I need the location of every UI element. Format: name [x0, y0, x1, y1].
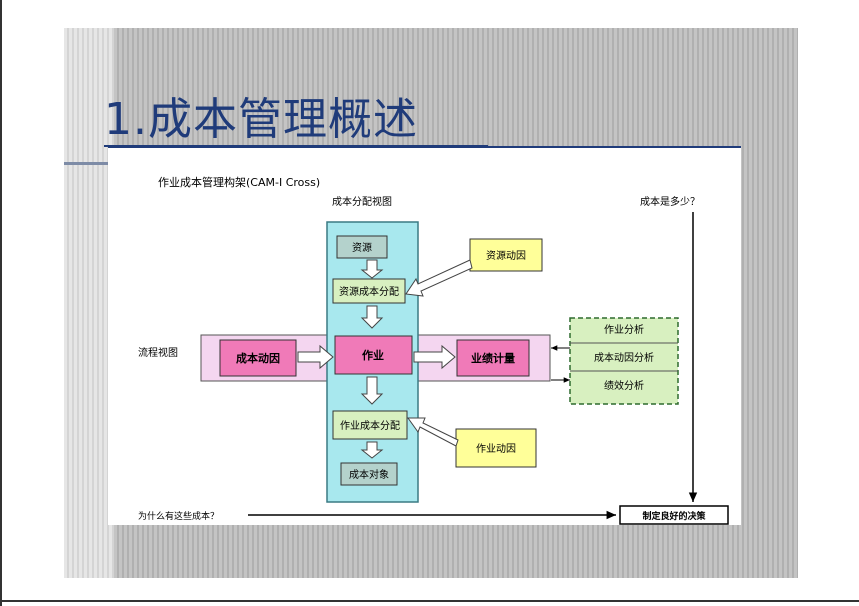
- resource-label: 资源: [352, 241, 372, 254]
- cam-i-cross-diagram: 作业成本管理构架(CAM-I Cross) 成本分配视图 成本是多少？ 流程视图…: [108, 146, 741, 525]
- cost-driver-label: 成本动因: [236, 351, 280, 365]
- activity-analysis-label: 作业分析: [604, 323, 644, 336]
- down-arrow-4: [360, 441, 384, 459]
- activity-driver-label: 作业动因: [476, 443, 516, 455]
- down-arrow-1: [360, 259, 384, 279]
- activity-driver-arrow: [407, 417, 459, 447]
- performance-measure-label: 业绩计量: [471, 351, 515, 365]
- activity-driver-box: [455, 428, 537, 468]
- window-frame-left: [0, 0, 2, 606]
- why-label: 为什么有这些成本？: [138, 510, 219, 522]
- how-much-label: 成本是多少？: [640, 195, 700, 208]
- activity-cost-allocation-label: 作业成本分配: [340, 419, 400, 432]
- resource-cost-allocation-label: 资源成本分配: [339, 285, 399, 298]
- resource-box: [336, 235, 388, 259]
- window-frame-bottom: [0, 600, 859, 602]
- activity-cost-allocation-box: [332, 410, 408, 440]
- good-decision-box: [619, 505, 729, 525]
- performance-analysis-label: 绩效分析: [604, 379, 644, 392]
- cost-driver-to-activity-arrow: [297, 344, 334, 370]
- diagram-canvas: 作业成本管理构架(CAM-I Cross) 成本分配视图 成本是多少？ 流程视图…: [138, 175, 729, 525]
- left-accent-rule: [64, 162, 108, 165]
- cost-object-label: 成本对象: [349, 468, 389, 481]
- process-view-label: 流程视图: [138, 346, 178, 359]
- diagram-heading: 作业成本管理构架(CAM-I Cross): [158, 175, 320, 189]
- resource-driver-arrow: [405, 259, 473, 297]
- performance-measure-box: [456, 339, 530, 377]
- down-arrow-3: [360, 376, 384, 405]
- cost-driver-analysis-label: 成本动因分析: [594, 351, 654, 364]
- resource-driver-box: [469, 238, 543, 272]
- slide-side-stripe: [64, 28, 114, 578]
- cost-allocation-view-label: 成本分配视图: [332, 195, 392, 208]
- slide-title: 1.成本管理概述: [104, 94, 418, 145]
- resource-driver-label: 资源动因: [486, 249, 526, 262]
- slide: 1.成本管理概述 作业成本管理构架(CAM-I Cross) 成本分配视图 成本…: [64, 28, 798, 578]
- cost-driver-box: [219, 339, 297, 377]
- down-arrow-2: [360, 305, 384, 329]
- activity-label: 作业: [362, 348, 384, 362]
- activity-to-performance-arrow: [413, 344, 456, 370]
- analysis-group-box: [569, 317, 679, 405]
- good-decision-label: 制定良好的决策: [642, 510, 706, 522]
- resource-cost-allocation-box: [332, 278, 406, 304]
- cost-object-box: [340, 462, 398, 486]
- activity-box: [334, 335, 413, 375]
